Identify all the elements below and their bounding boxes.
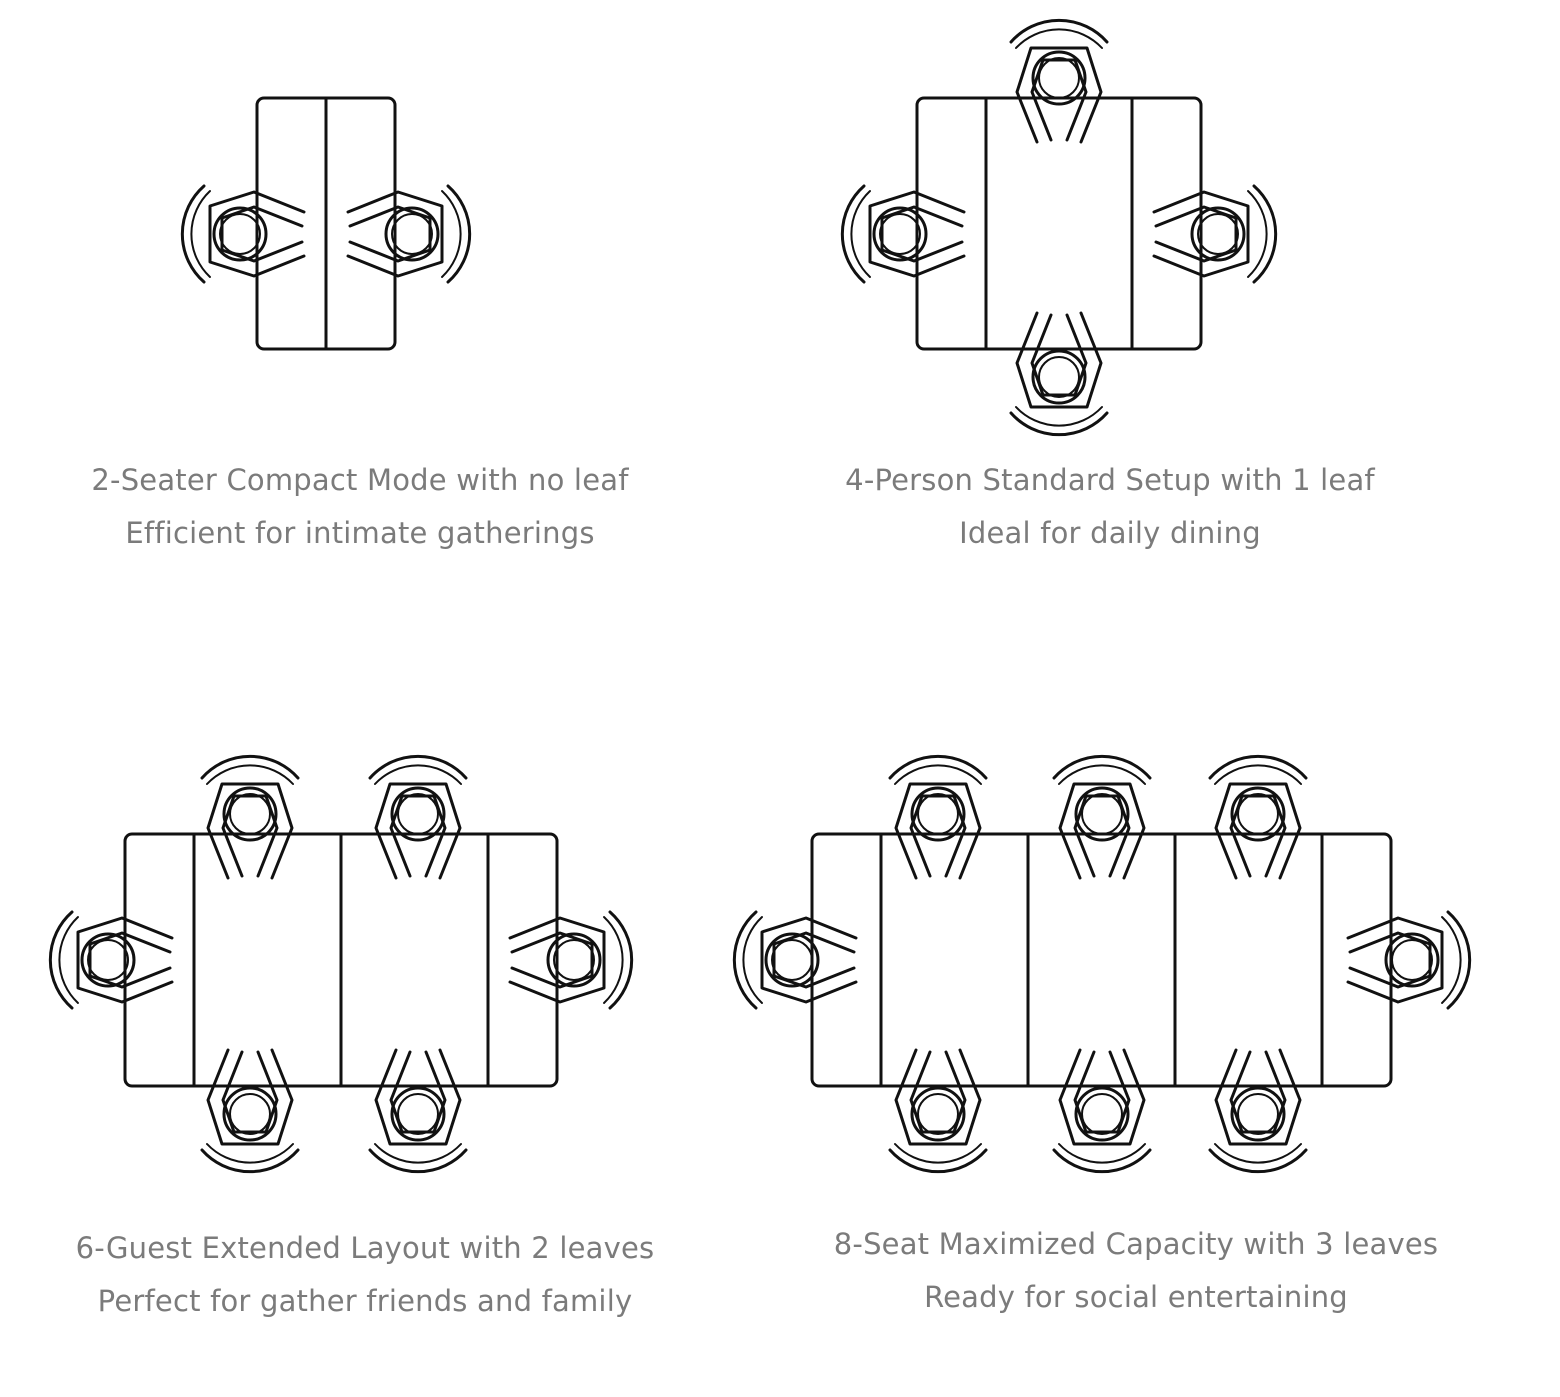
caption-title: 2-Seater Compact Mode with no leaf — [91, 463, 629, 497]
table-icon — [810, 832, 1393, 1088]
table-icon — [123, 832, 559, 1088]
caption-title: 8-Seat Maximized Capacity with 3 leaves — [833, 1227, 1439, 1261]
caption-subtitle: Efficient for intimate gatherings — [125, 516, 595, 550]
table-icon — [255, 96, 397, 351]
config-four-person — [842, 20, 1275, 437]
config-two-seater — [182, 96, 469, 351]
caption-subtitle: Ready for social entertaining — [924, 1280, 1348, 1314]
caption-title: 4-Person Standard Setup with 1 leaf — [845, 463, 1375, 497]
config-eight-seat — [734, 756, 1469, 1174]
caption-title: 6-Guest Extended Layout with 2 leaves — [75, 1231, 655, 1265]
caption-six-guest: 6-Guest Extended Layout with 2 leaves Pe… — [20, 1222, 710, 1328]
caption-two-seater: 2-Seater Compact Mode with no leaf Effic… — [40, 454, 680, 560]
caption-four-person: 4-Person Standard Setup with 1 leaf Idea… — [790, 454, 1430, 560]
caption-eight-seat: 8-Seat Maximized Capacity with 3 leaves … — [790, 1218, 1482, 1324]
caption-subtitle: Ideal for daily dining — [959, 516, 1261, 550]
caption-subtitle: Perfect for gather friends and family — [97, 1284, 633, 1318]
config-six-guest — [50, 756, 631, 1174]
